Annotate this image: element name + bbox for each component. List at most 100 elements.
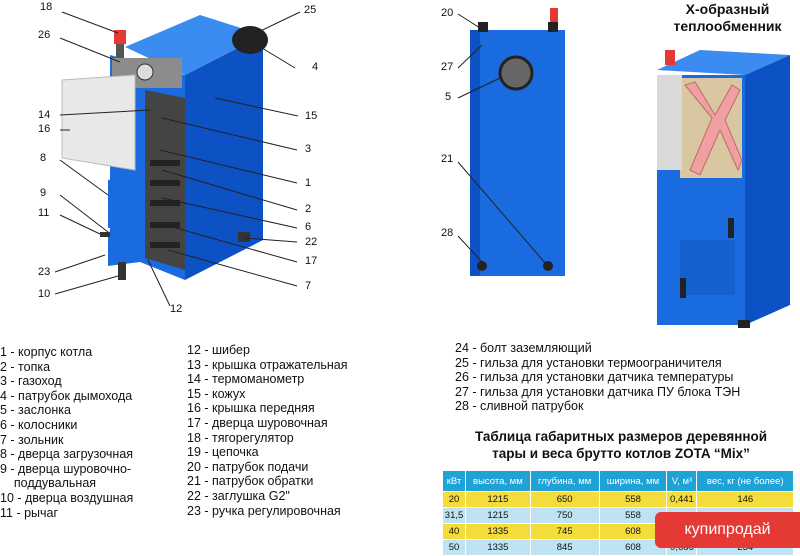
legend-item: 8 - дверца загрузочная [0,447,134,462]
callout-2: 2 [305,203,311,215]
lever [100,232,110,237]
boiler-body-side [185,35,263,280]
x-exchanger-title-line2: теплообменник [673,18,782,34]
legend-item: 18 - тягорегулятор [187,430,294,445]
header-kw: кВт [441,470,467,492]
legend-item: 23 - ручка регулировочная [187,503,341,518]
legend-item: 2 - топка [0,359,51,374]
table-cell: 0,441 [666,491,698,508]
grate-5 [150,242,180,248]
header-height: высота, мм [465,470,531,492]
legend-item: 14 - термоманометр [187,372,305,387]
legend-item: 16 - крышка передняя [187,401,315,416]
legend-item: 26 - гильза для установки датчика темпер… [455,370,734,385]
front-cover-panel [61,74,136,171]
x-exchanger-1 [684,81,743,176]
callout-18: 18 [40,1,52,13]
table-cell: 146 [696,491,794,508]
loading-door [108,175,140,228]
ash-door [108,226,140,266]
legend-item: 25 - гильза для установки термоограничит… [455,355,722,370]
callout-5: 5 [445,91,451,103]
grate-2 [150,180,180,186]
grate-1 [150,160,180,166]
header-volume: V, м³ [666,470,698,492]
table-cell: 750 [529,507,600,524]
callout-27: 27 [441,61,453,73]
legend-item: 5 - заслонка [0,403,71,418]
callout-4: 4 [312,61,318,73]
header-depth: глубина, мм [529,470,600,492]
callout-16: 16 [38,123,50,135]
grate-3 [150,200,180,206]
legend-item: 28 - сливной патрубок [455,399,584,414]
legend-item: 13 - крышка отражательная [187,357,348,372]
table-cell: 31,5 [441,507,467,524]
control-panel-right [657,75,682,170]
draft-regulator [114,30,126,44]
table-cell: 1215 [465,491,531,508]
legend-item: 15 - кожух [187,386,246,401]
legend-item: 10 - дверца воздушная [0,490,134,505]
legend-item: 27 - гильза для установки датчика ПУ бло… [455,384,741,399]
callout-20: 20 [441,7,453,19]
legend-item: 19 - цепочка [187,445,259,460]
tg-regulator-mid [550,8,558,22]
callout-11: 11 [38,207,49,219]
table-title-line1: Таблица габаритных размеров деревянной [474,429,768,444]
drain-pipe [477,261,487,271]
legend-item: 11 - рычаг [0,505,59,520]
table-title: Таблица габаритных размеров деревянной т… [442,428,800,462]
legend-item: 21 - патрубок обратки [187,474,314,489]
callout-25: 25 [304,4,316,16]
callout-8: 8 [40,152,46,164]
header-width: ширина, мм [598,470,668,492]
callout-7: 7 [305,280,311,292]
callout-26: 26 [38,29,50,41]
table-cell: 845 [529,539,600,556]
callout-3: 3 [305,143,311,155]
legend-column-1: 1 - корпус котла 2 - топка 3 - газоход 4… [0,345,133,520]
callout-15: 15 [305,110,317,122]
thermomanometer [136,63,154,81]
legend-column-2: 12 - шибер 13 - крышка отражательная 14 … [187,343,348,518]
rear-flue [498,55,534,91]
foot-right [738,320,750,328]
table-cell: 745 [529,523,600,540]
door-lower-right [680,240,735,295]
callout-1: 1 [305,177,311,189]
cutaway-side [745,55,790,325]
flue-pipe [232,26,268,54]
table-cell: 40 [441,523,467,540]
legend-item: 7 - зольник [0,432,64,447]
supply-pipe [478,22,488,32]
table-title-line2: тары и веса брутто котлов ZOTA “Mix” [492,446,750,461]
drain-plug [238,232,250,242]
boiler-exploded-diagram: 18 25 26 4 14 15 16 3 8 1 9 2 11 6 22 23… [38,1,790,328]
legend-item: 4 - патрубок дымохода [0,388,133,403]
callout-6: 6 [305,221,311,233]
table-cell: 1335 [465,523,531,540]
legend-item: поддувальная [0,476,97,491]
watermark-badge: купипродай [655,512,800,548]
legend-item: 9 - дверца шуровочно- [0,461,132,476]
legend-column-3: 24 - болт заземляющий 25 - гильза для ус… [455,341,740,414]
callout-23: 23 [38,266,50,278]
table-row: 20 1215 650 558 0,441 146 [441,491,794,508]
legend-item: 24 - болт заземляющий [455,341,592,355]
callout-14: 14 [38,109,50,121]
legend-item: 1 - корпус котла [0,345,93,359]
x-exchanger-title-line1: Х-образный [685,1,770,17]
table-cell: 650 [529,491,600,508]
tg-regulator-right [665,50,675,65]
handle-right-1 [728,218,734,238]
callout-12: 12 [170,303,182,315]
callout-9: 9 [40,187,46,199]
table-cell: 1215 [465,507,531,524]
callout-17: 17 [305,255,317,267]
callout-21: 21 [441,153,453,165]
table-cell: 1335 [465,539,531,556]
callout-10: 10 [38,288,50,300]
cutaway-top [657,50,790,75]
rear-body-shade [470,30,480,276]
